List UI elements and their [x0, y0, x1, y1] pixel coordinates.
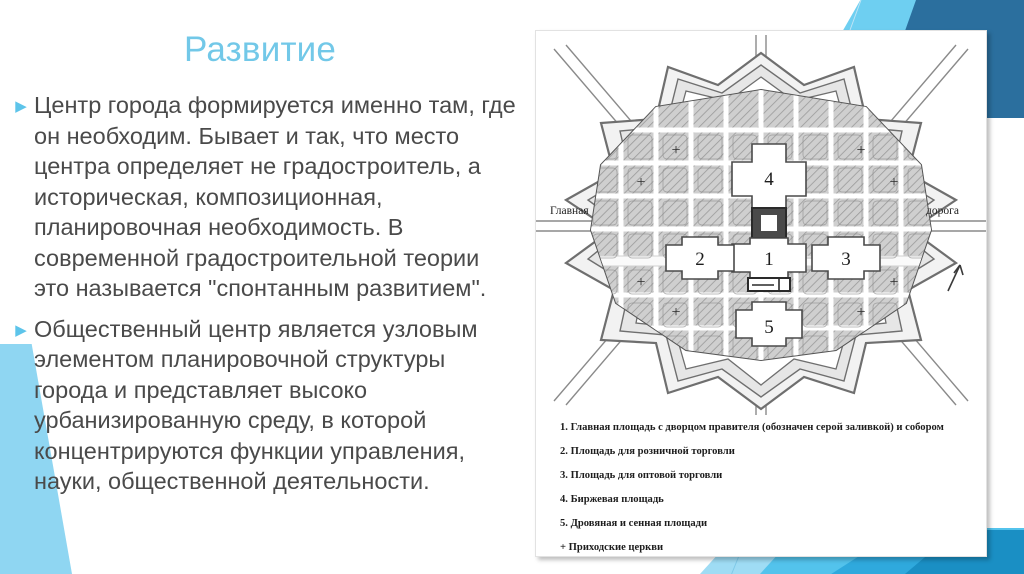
svg-text:+: +: [636, 274, 645, 291]
svg-text:+: +: [636, 174, 645, 191]
legend-item: + Приходские церкви: [560, 542, 664, 553]
church-markers: + + + + + + + +: [636, 142, 898, 321]
svg-text:+: +: [889, 274, 898, 291]
plaza-2: 2: [665, 236, 735, 280]
palace-block: [751, 207, 787, 239]
road-label-right: дорога: [926, 205, 959, 217]
bullet-triangle-icon: ▶: [15, 321, 27, 339]
list-item: ▶ Центр города формируется именно там, г…: [8, 90, 520, 304]
plaza-number-5: 5: [764, 317, 774, 338]
city-plan-svg: 4 1 2: [536, 35, 986, 415]
legend-item: 5. Дровяная и сенная площади: [560, 518, 708, 529]
page-title: Развитие: [184, 30, 337, 69]
figure-legend: 1. Главная площадь с дворцом правителя (…: [560, 421, 978, 556]
bullet-text: Общественный центр является узловым элем…: [34, 315, 478, 495]
figure-image: 4 1 2: [535, 30, 987, 557]
legend-item: 3. Площадь для оптовой торговли: [560, 470, 723, 481]
list-item: ▶ Общественный центр является узловым эл…: [8, 314, 520, 497]
legend-item: 1. Главная площадь с дворцом правителя (…: [560, 422, 944, 433]
plaza-3: 3: [811, 236, 881, 280]
svg-text:+: +: [671, 142, 680, 159]
plaza-1: 1: [731, 237, 807, 292]
svg-text:+: +: [671, 304, 680, 321]
bullet-triangle-icon: ▶: [15, 98, 27, 115]
bullet-list: ▶ Центр города формируется именно там, г…: [8, 90, 520, 507]
legend-item: 2. Площадь для розничной торговли: [560, 446, 735, 457]
plaza-number-3: 3: [841, 249, 851, 270]
city-plan-drawing: 4 1 2: [536, 35, 986, 415]
north-arrow-icon: [947, 264, 964, 292]
bullet-text: Центр города формируется именно там, где…: [34, 92, 516, 301]
plaza-number-2: 2: [695, 249, 705, 270]
plaza-5: 5: [735, 301, 803, 347]
svg-text:+: +: [856, 142, 865, 159]
plaza-number-1: 1: [764, 249, 774, 270]
road-label-left: Главная: [550, 205, 589, 217]
legend-item: 4. Биржевая площадь: [560, 494, 664, 505]
plaza-number-4: 4: [764, 169, 774, 190]
plaza-4: 4: [731, 143, 807, 215]
svg-text:+: +: [856, 304, 865, 321]
svg-text:+: +: [889, 174, 898, 191]
